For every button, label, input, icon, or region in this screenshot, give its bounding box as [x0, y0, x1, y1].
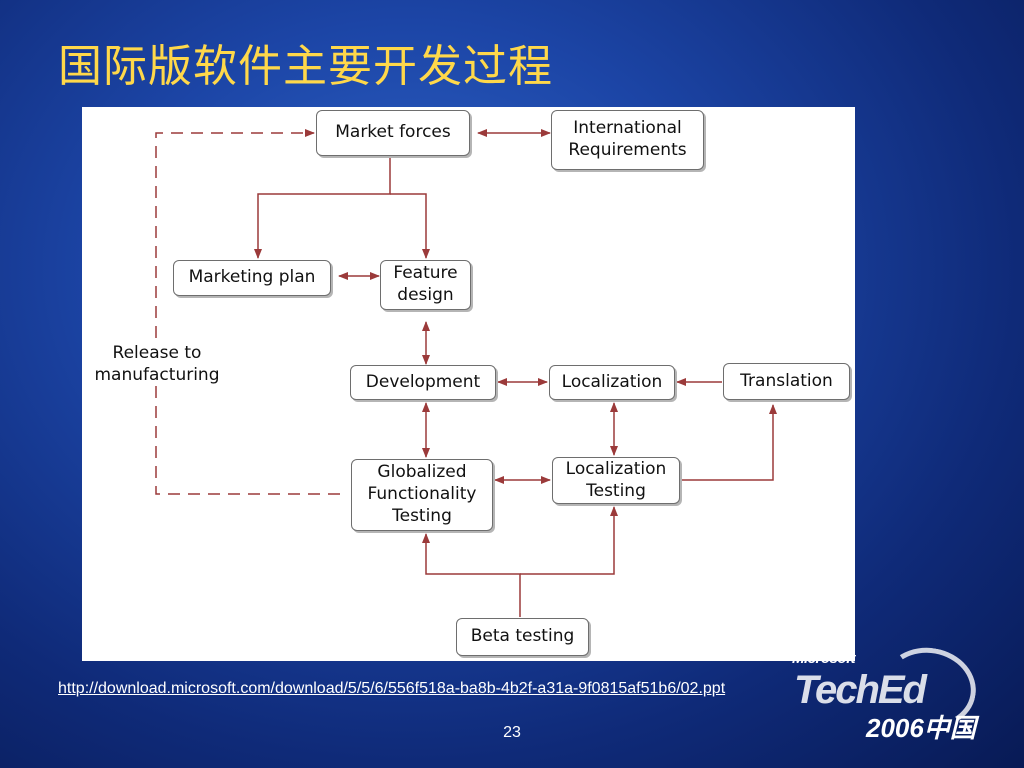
node-market-forces: Market forces: [316, 110, 470, 156]
page-number: 23: [503, 724, 521, 741]
edge-market-feature: [390, 193, 430, 259]
logo-product: TechEd: [794, 668, 927, 712]
node-translation: Translation: [723, 363, 850, 400]
slide-title: 国际版软件主要开发过程: [58, 41, 553, 92]
logo-edition: 2006中国: [866, 713, 976, 743]
node-beta-testing: Beta testing: [456, 618, 589, 656]
edge-beta-loctest: [520, 506, 618, 575]
node-development: Development: [350, 365, 496, 400]
node-localization: Localization: [549, 365, 675, 400]
node-marketing-plan: Marketing plan: [173, 260, 331, 296]
node-feature-design: Feature design: [380, 260, 471, 310]
edge-loctest-trans: [680, 404, 777, 481]
node-globalized-functionality-testing: Globalized Functionality Testing: [351, 459, 493, 531]
edge-market-marketingplan: [254, 158, 391, 259]
node-localization-testing: Localization Testing: [552, 457, 680, 504]
logo-brand: Microsoft: [792, 650, 856, 667]
source-link[interactable]: http://download.microsoft.com/download/5…: [58, 680, 726, 697]
edge-beta-globtest: [422, 533, 521, 617]
edge-release-loop: [155, 129, 340, 495]
flowchart-panel: Release to manufacturing Market forces I…: [82, 107, 855, 661]
connector-layer: [155, 129, 777, 617]
node-international-requirements: International Requirements: [551, 110, 704, 170]
release-to-manufacturing-label: Release to manufacturing: [82, 342, 232, 387]
teched-logo: Microsoft TechEd 2006中国: [786, 640, 986, 746]
